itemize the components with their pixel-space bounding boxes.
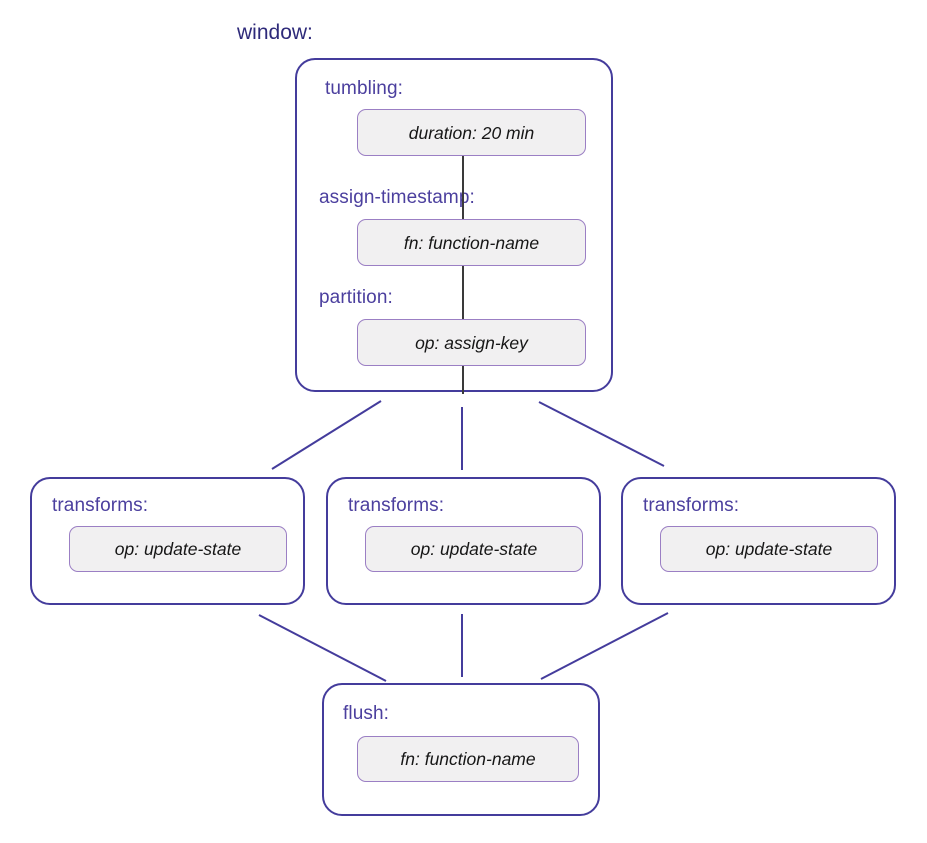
chip-tumbling-duration[interactable]: duration: 20 min [357, 109, 586, 156]
section-label-transforms-left: transforms: [52, 495, 149, 516]
chip-transforms-left-op[interactable]: op: update-state [69, 526, 287, 572]
chip-transforms-right-op-text: op: update-state [705, 539, 833, 559]
flush-node[interactable]: flush: fn: function-name [322, 683, 600, 816]
chip-flush-fn-text: fn: function-name [400, 749, 536, 769]
transforms-node-right[interactable]: transforms: op: update-state [621, 477, 896, 605]
transforms-node-center[interactable]: transforms: op: update-state [326, 477, 601, 605]
transforms-node-left[interactable]: transforms: op: update-state [30, 477, 305, 605]
chip-transforms-center-op-text: op: update-state [410, 539, 538, 559]
chip-transforms-center-op[interactable]: op: update-state [365, 526, 583, 572]
chip-partition-op-text: op: assign-key [415, 332, 528, 353]
chip-transforms-left-op-text: op: update-state [114, 539, 242, 559]
chip-assign-timestamp-fn[interactable]: fn: function-name [357, 219, 586, 266]
chip-partition-op[interactable]: op: assign-key [357, 319, 586, 366]
page-title: window: [237, 21, 313, 44]
chip-assign-timestamp-fn-text: fn: function-name [403, 232, 540, 253]
section-label-transforms-center: transforms: [348, 495, 445, 516]
edge-transforms-left-to-flush [258, 614, 387, 682]
edge-window-to-transforms-right [538, 401, 665, 467]
section-label-transforms-right: transforms: [643, 495, 740, 516]
chip-flush-fn[interactable]: fn: function-name [357, 736, 579, 782]
section-label-tumbling: tumbling: [325, 78, 403, 99]
section-label-partition: partition: [319, 287, 393, 308]
edge-transforms-right-to-flush [540, 612, 669, 680]
chip-tumbling-duration-text: duration: 20 min [408, 122, 535, 143]
chip-transforms-right-op[interactable]: op: update-state [660, 526, 878, 572]
section-label-flush: flush: [343, 703, 390, 724]
window-node[interactable]: tumbling: duration: 20 min assign-timest… [295, 58, 613, 394]
section-label-assign-timestamp: assign-timestamp: [319, 187, 475, 208]
edge-window-to-transforms-left [271, 400, 382, 470]
